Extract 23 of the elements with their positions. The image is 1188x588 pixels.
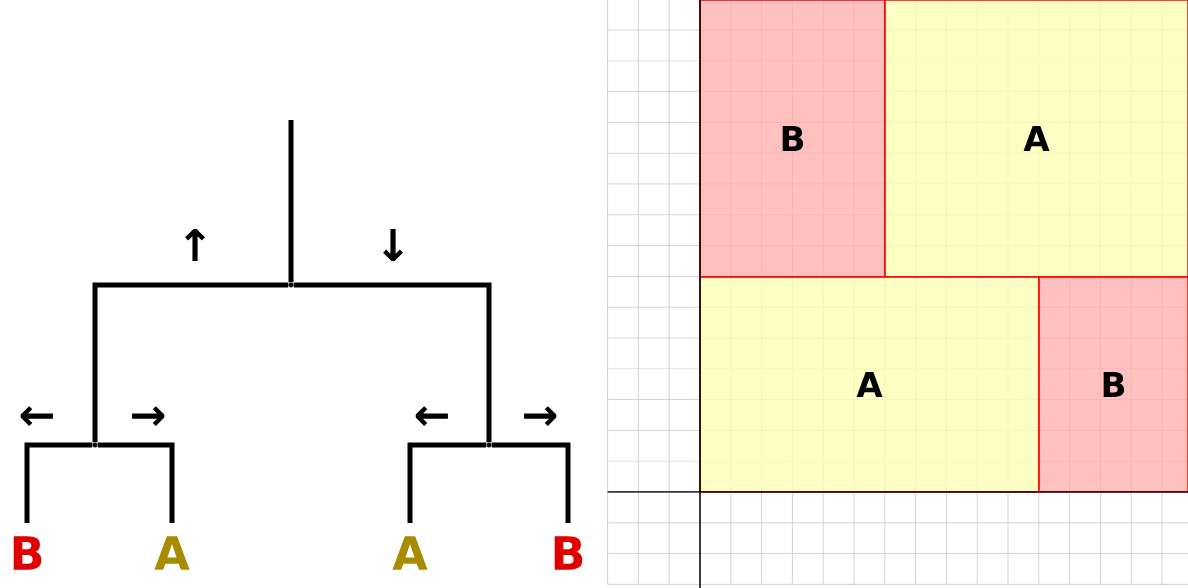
direction-label: ↓ (383, 228, 403, 262)
direction-label: ← (20, 406, 53, 426)
region-rectangle: A (699, 276, 1040, 493)
tree-branch (491, 442, 571, 523)
tree-branch (92, 282, 289, 443)
region-rectangle: B (1038, 276, 1188, 493)
tree-branch (407, 442, 487, 523)
direction-label: → (524, 406, 557, 426)
leaf-letter: B (554, 536, 583, 570)
tree-branch (24, 442, 93, 523)
junction-point (486, 442, 492, 448)
leaf-letter: B (13, 536, 42, 570)
tree-branch (293, 282, 492, 443)
tree-branch (97, 442, 175, 523)
region-rectangle: A (884, 0, 1188, 278)
leaf-letter: A (154, 536, 190, 570)
direction-label: ↑ (185, 228, 205, 262)
junction-point (92, 442, 98, 448)
direction-label: → (132, 406, 165, 426)
leaf-letter: A (392, 536, 428, 570)
junction-point (288, 282, 294, 288)
tree-branch (288, 120, 294, 283)
direction-label: ← (415, 406, 448, 426)
